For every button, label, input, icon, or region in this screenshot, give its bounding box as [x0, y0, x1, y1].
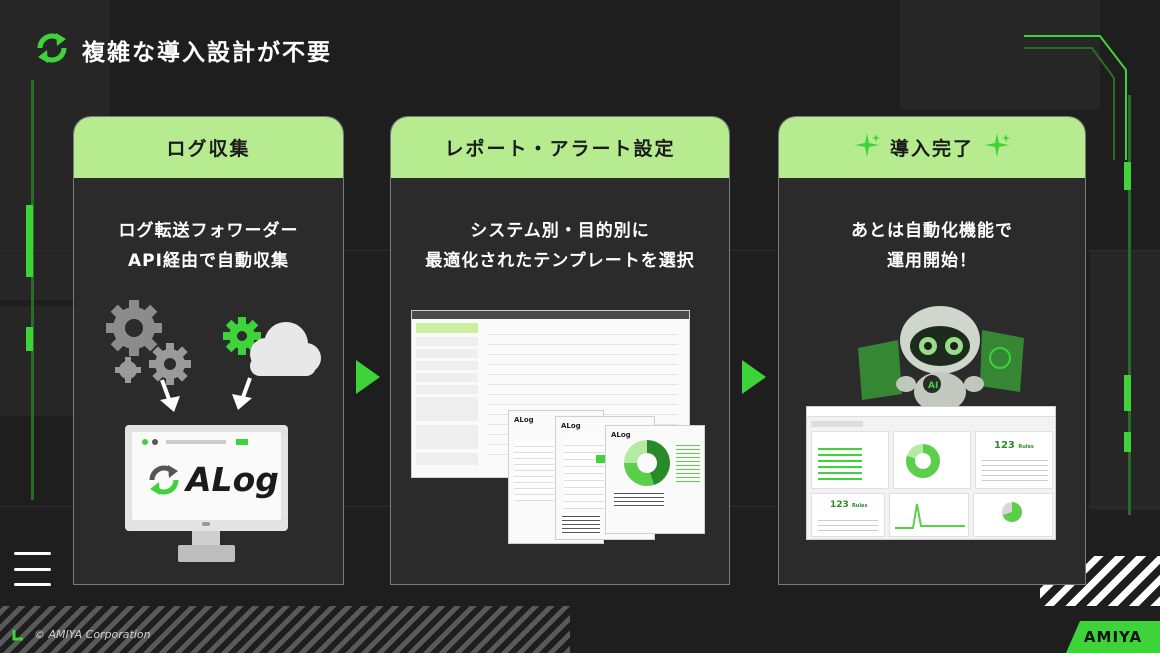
bg-neon-bar [1124, 162, 1131, 190]
menu-bar [14, 583, 51, 586]
description-line: API経由で自動収集 [128, 251, 289, 271]
step-card-description: ログ転送フォワーダー API経由で自動収集 [74, 216, 343, 276]
monitor-stand [192, 531, 220, 545]
monitor-illustration: ALog [125, 425, 288, 531]
product-logo: ALog [186, 460, 279, 499]
step-card-title: ログ収集 [166, 138, 251, 160]
bg-neon-line [31, 80, 34, 500]
step-card-title: 導入完了 [889, 138, 974, 160]
menu-button[interactable] [14, 552, 51, 586]
flow-arrow [356, 360, 380, 394]
page-header: 複雑な導入設計が不要 [34, 30, 332, 70]
menu-bar [14, 552, 51, 555]
page-title: 複雑な導入設計が不要 [82, 40, 332, 66]
cloud-gear-icon [223, 317, 321, 376]
bg-neon-bar [26, 327, 33, 351]
flow-arrow [742, 360, 766, 394]
bg-neon-line [1128, 95, 1131, 515]
dashboard-count: 123 Rules [830, 500, 868, 510]
bg-block-top-right [900, 0, 1100, 110]
dashboard-screenshot: 123 Rules 123 Rules [806, 406, 1056, 540]
report-screenshot: ALog [605, 425, 705, 534]
monitor-screen: ALog [132, 432, 281, 520]
sparkle-icon [984, 132, 1010, 163]
arrow-down-icon [160, 379, 180, 412]
description-line: あとは自動化機能で [851, 221, 1013, 241]
step-card-header: ログ収集 [74, 117, 343, 178]
description-line: システム別・目的別に [470, 221, 650, 241]
copyright-text: © AMIYA Corporation [34, 628, 151, 641]
brand-logo: AMIYA [1066, 621, 1160, 653]
arrow-down-icon [232, 377, 252, 410]
step-card-header: 導入完了 [779, 117, 1085, 178]
alog-refresh-icon [149, 465, 179, 495]
step-card-description: あとは自動化機能で 運用開始！ [779, 216, 1085, 276]
step-card-title: レポート・アラート設定 [444, 138, 676, 160]
step-card-description: システム別・目的別に 最適化されたテンプレートを選択 [391, 216, 729, 276]
refresh-icon [34, 30, 70, 70]
gears-icon [106, 300, 191, 385]
description-line: 運用開始！ [887, 251, 977, 271]
bg-stripes-bottom [0, 606, 570, 653]
monitor-base [178, 545, 235, 562]
bg-neon-diagonal [1024, 35, 1127, 160]
description-line: 最適化されたテンプレートを選択 [425, 251, 695, 271]
bg-neon-bar [1124, 432, 1131, 452]
svg-text:AI: AI [928, 381, 938, 391]
bg-neon-bar [1124, 375, 1131, 411]
bg-neon-bar [26, 205, 33, 277]
dashboard-count: 123 Rules [994, 440, 1034, 451]
step-card-header: レポート・アラート設定 [391, 117, 729, 178]
sparkle-icon [854, 132, 880, 163]
menu-bar [14, 567, 51, 571]
description-line: ログ転送フォワーダー [118, 221, 299, 241]
corner-mark-icon [12, 630, 23, 641]
